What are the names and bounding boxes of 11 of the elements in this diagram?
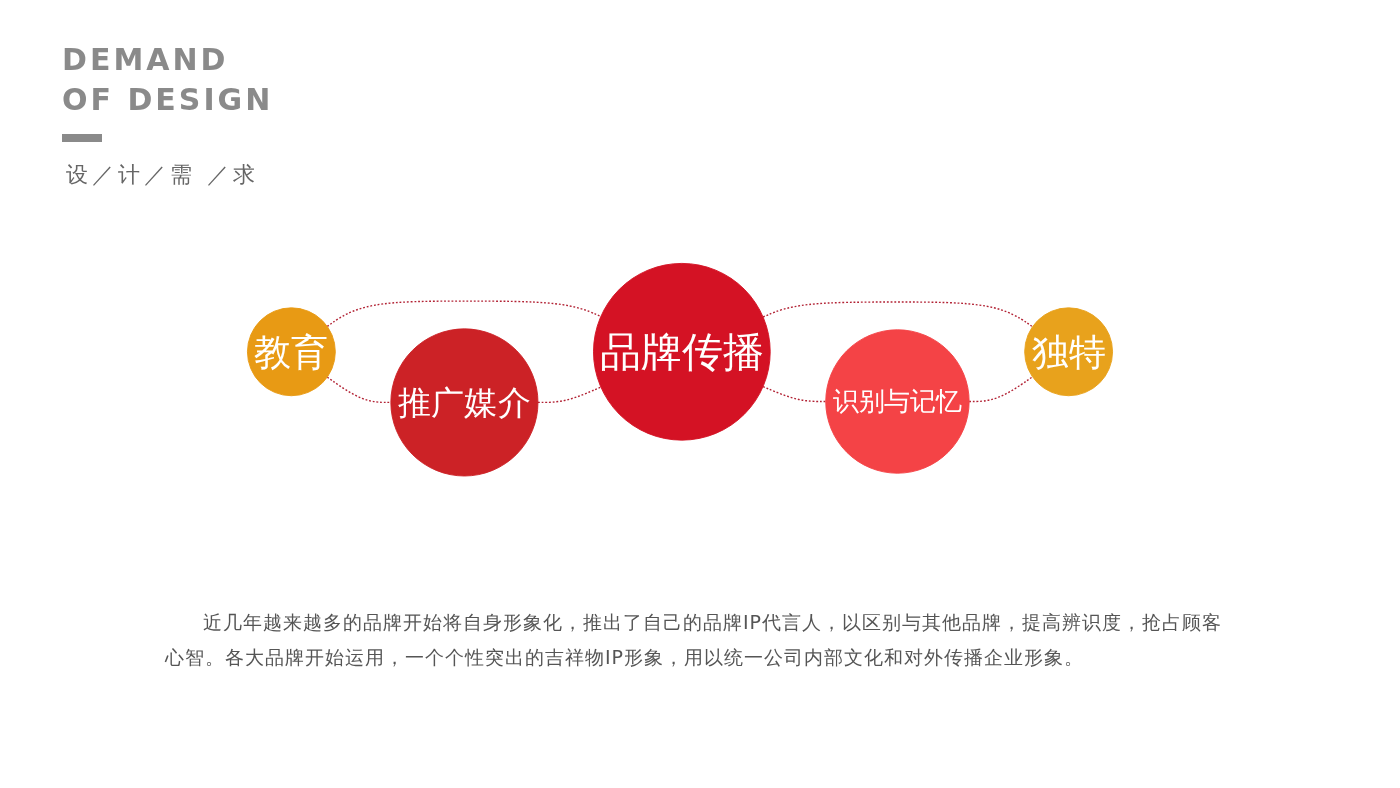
- node-circle: 品牌传播: [593, 263, 771, 441]
- connector: [762, 301, 1034, 328]
- title: DEMAND OF DESIGN: [62, 41, 275, 119]
- node-circle: 识别与记忆: [825, 329, 970, 474]
- connector: [326, 300, 602, 328]
- paragraph: 近几年越来越多的品牌开始将自身形象化，推出了自己的品牌IP代言人，以区别与其他品牌，提高辨识度，抢占顾客心智。各大品牌开始运用，一个个性突出的吉祥物IP形象，用以统一公司内部文化和对外传播企业形象。: [165, 610, 1224, 670]
- node-circle: 独特: [1024, 307, 1114, 397]
- connector: [537, 386, 602, 404]
- node-circle: 推广媒介: [390, 328, 539, 477]
- node-circle: 教育: [246, 307, 336, 397]
- subtitle: 设／计／需 ／求: [66, 161, 259, 189]
